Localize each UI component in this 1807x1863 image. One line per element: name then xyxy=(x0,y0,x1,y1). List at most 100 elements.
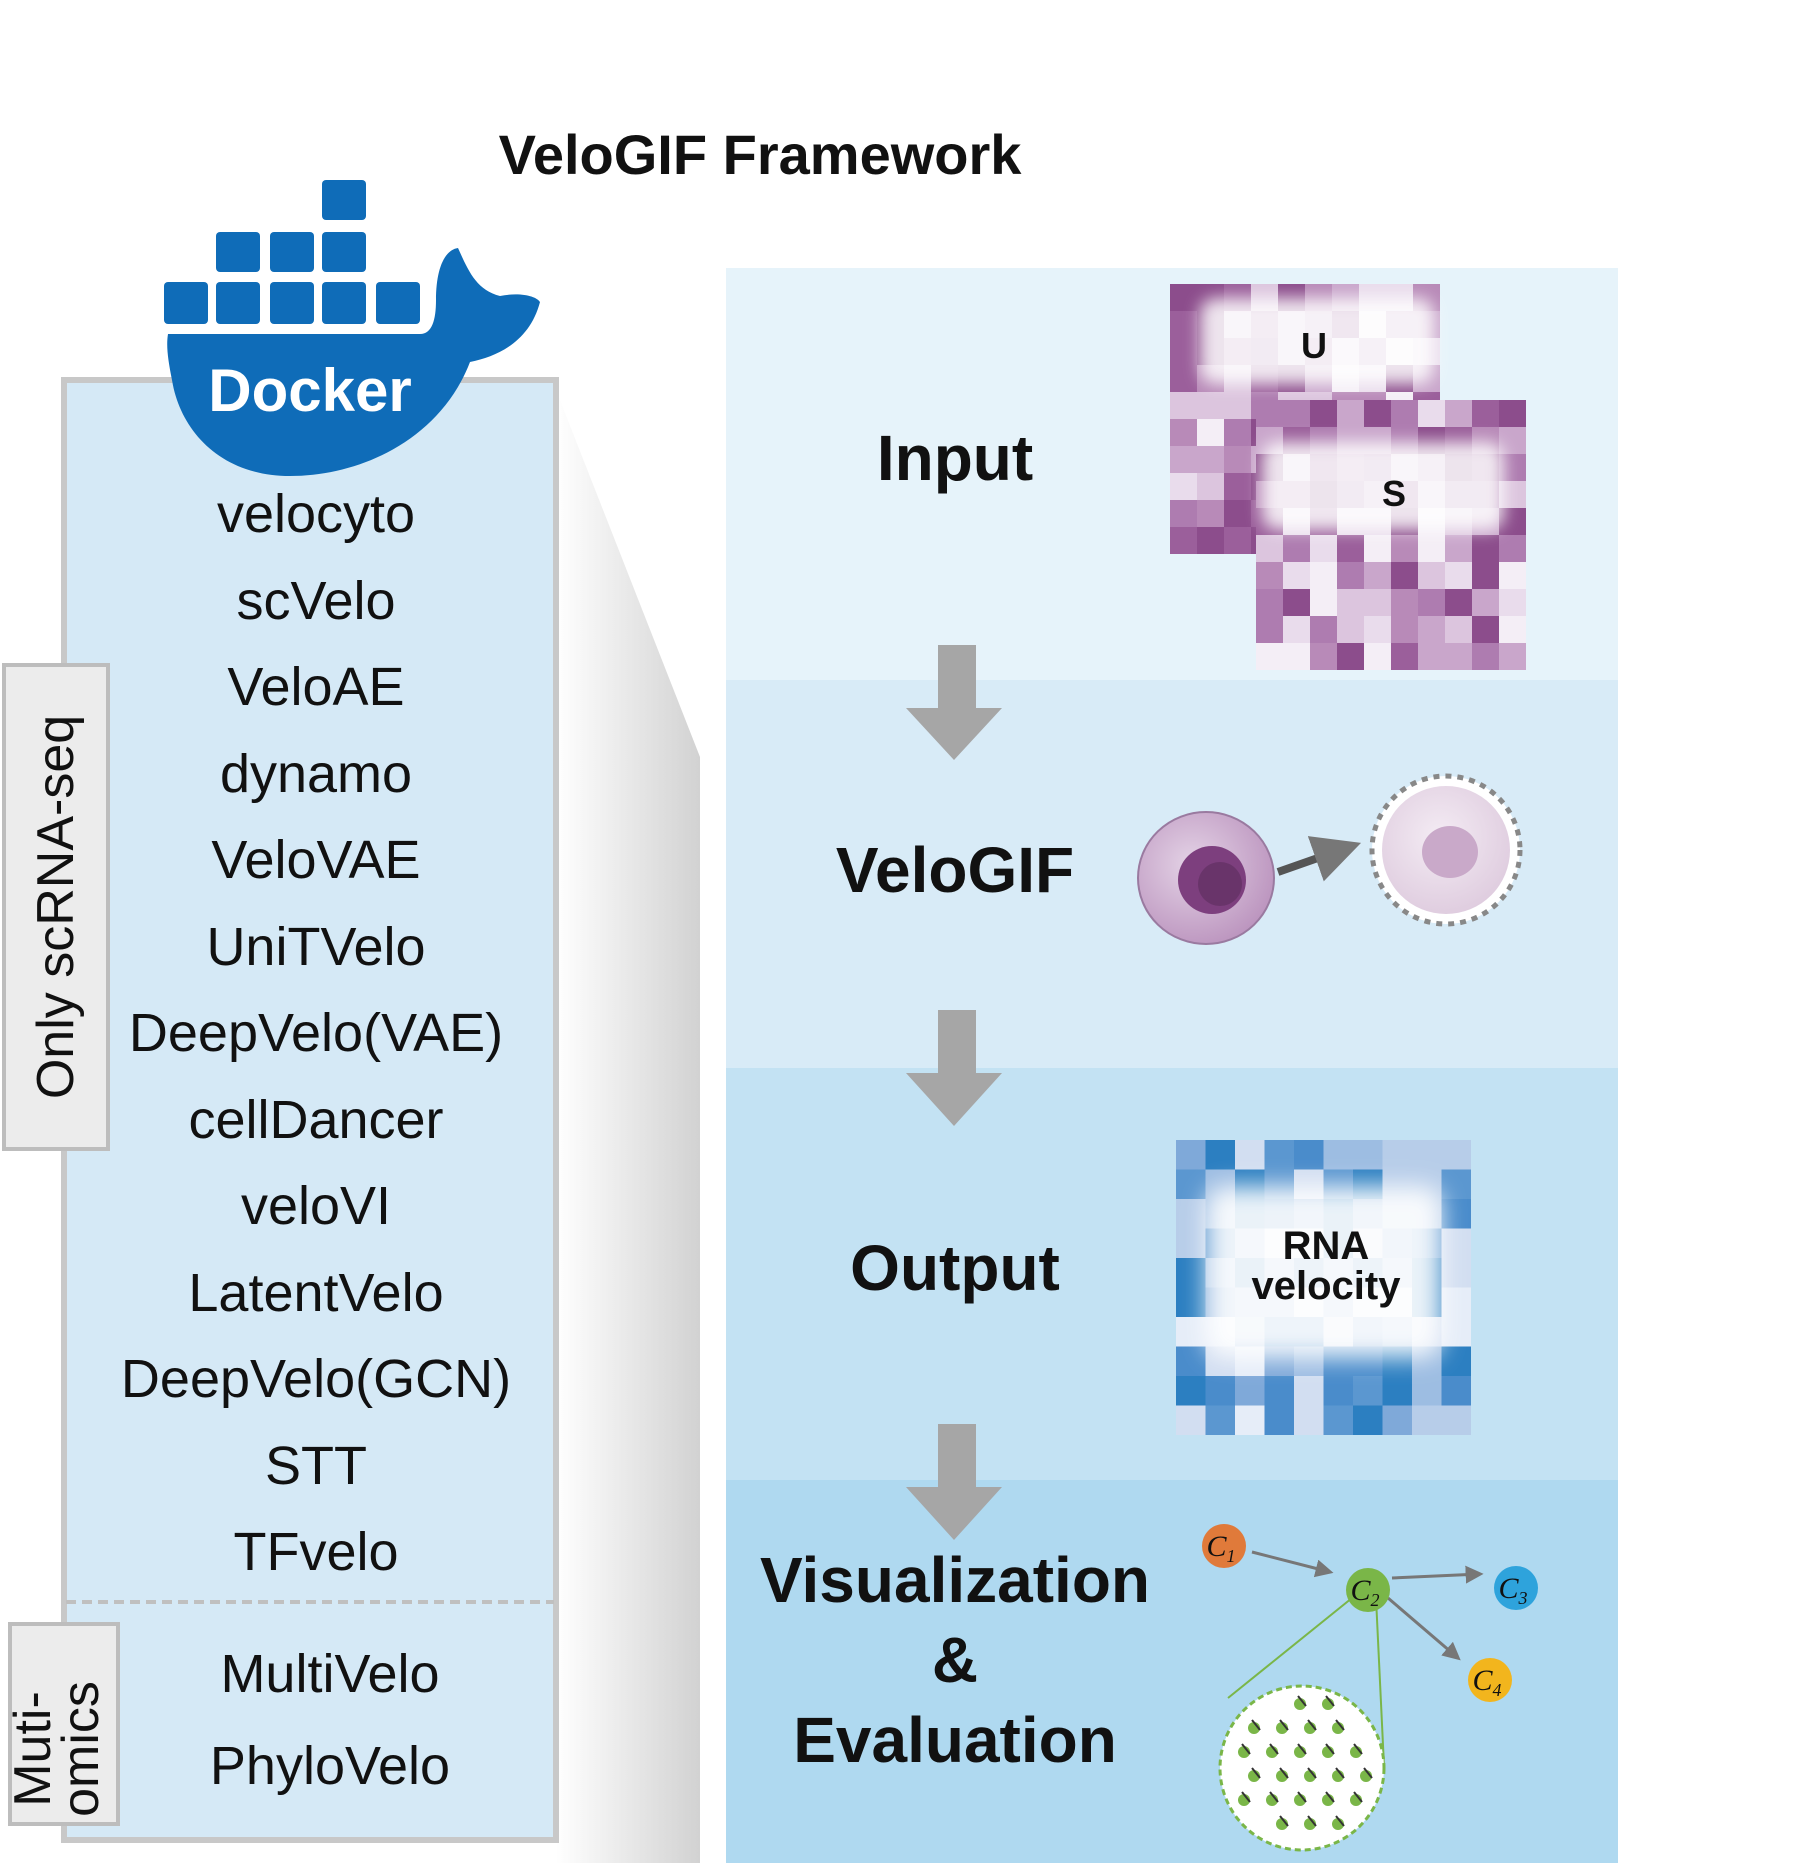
stage-vis-label: Visualization & Evaluation xyxy=(740,1540,1170,1780)
stage-velogif-label: VeloGIF xyxy=(835,834,1075,906)
method-item: dynamo xyxy=(219,743,413,804)
matrix-cell xyxy=(1412,1376,1442,1406)
matrix-cell xyxy=(1391,400,1418,427)
matrix-cell xyxy=(1441,1199,1471,1229)
matrix-cell xyxy=(1441,1169,1471,1199)
matrix-cell xyxy=(1412,1405,1442,1435)
matrix-cell xyxy=(1224,527,1251,554)
velocity-arrow xyxy=(1335,1719,1345,1731)
matrix-cell xyxy=(1337,562,1364,589)
velocity-arrow xyxy=(1251,1767,1261,1779)
matrix-cell xyxy=(1197,392,1224,419)
matrix-cell xyxy=(1364,562,1391,589)
s-matrix-label: S xyxy=(1381,473,1406,514)
cluster-node: C3 xyxy=(1494,1566,1538,1610)
velocity-arrow xyxy=(1251,1719,1261,1731)
cluster-node: C4 xyxy=(1468,1658,1512,1702)
matrix-cell xyxy=(1310,616,1337,643)
matrix-cell xyxy=(1472,535,1499,562)
stage-output-label: Output xyxy=(850,1232,1060,1304)
matrix-cell xyxy=(1337,400,1364,427)
matrix-cell xyxy=(1445,562,1472,589)
matrix-cell xyxy=(1170,284,1197,311)
u-matrix-highlight xyxy=(1200,298,1434,384)
matrix-cell xyxy=(1197,419,1224,446)
matrix-cell xyxy=(1364,400,1391,427)
matrix-cell xyxy=(1364,535,1391,562)
matrix-cell xyxy=(1310,589,1337,616)
matrix-cell xyxy=(1264,1376,1294,1406)
matrix-cell xyxy=(1170,527,1197,554)
docker-logo xyxy=(164,180,540,476)
source-cell xyxy=(1137,811,1275,945)
matrix-cell xyxy=(1256,400,1283,427)
matrix-cell xyxy=(1364,643,1391,670)
matrix-cell xyxy=(1472,562,1499,589)
velocity-arrow xyxy=(1335,1815,1345,1827)
matrix-cell xyxy=(1176,1405,1206,1435)
matrix-cell xyxy=(1235,1140,1265,1170)
method-item: velocyto xyxy=(216,484,416,544)
stage-vis-line3: Evaluation xyxy=(793,1704,1117,1776)
matrix-cell xyxy=(1441,1258,1471,1288)
matrix-cell xyxy=(1170,392,1197,419)
matrix-cell xyxy=(1294,1376,1324,1406)
matrix-cell xyxy=(1441,1228,1471,1258)
matrix-cell xyxy=(1224,473,1251,500)
matrix-cell xyxy=(1499,400,1526,427)
matrix-cell xyxy=(1197,446,1224,473)
zoom-circle xyxy=(1218,1684,1386,1852)
velocity-arrow xyxy=(1353,1743,1363,1755)
method-item: scVelo xyxy=(236,570,396,631)
matrix-cell xyxy=(1205,1405,1235,1435)
matrix-cell xyxy=(1364,589,1391,616)
matrix-cell xyxy=(1441,1376,1471,1406)
rna-velocity-line2: velocity xyxy=(1251,1264,1401,1308)
target-cell xyxy=(1369,773,1523,927)
matrix-cell xyxy=(1224,500,1251,527)
matrix-cell xyxy=(1391,589,1418,616)
stage-vis-line2: & xyxy=(931,1624,979,1696)
matrix-cell xyxy=(1353,1140,1383,1170)
velocity-arrow xyxy=(1325,1791,1335,1803)
matrix-cell xyxy=(1353,1405,1383,1435)
velocity-arrow xyxy=(1307,1719,1317,1731)
matrix-cell xyxy=(1353,1376,1383,1406)
matrix-cell xyxy=(1382,1376,1412,1406)
matrix-cell xyxy=(1235,1376,1265,1406)
cluster-node: C2 xyxy=(1346,1568,1390,1612)
method-item: DeepVelo(VAE) xyxy=(128,1003,504,1063)
docker-label: Docker xyxy=(208,357,412,424)
method-item: DeepVelo(GCN) xyxy=(120,1349,512,1409)
matrix-cell xyxy=(1176,1376,1206,1406)
velocity-arrow xyxy=(1307,1815,1317,1827)
velocity-arrow xyxy=(1297,1791,1307,1803)
method-item: VeloVAE xyxy=(211,830,421,890)
matrix-cell xyxy=(1445,400,1472,427)
matrix-cell xyxy=(1418,643,1445,670)
matrix-cell xyxy=(1283,643,1310,670)
matrix-cell xyxy=(1418,616,1445,643)
method-item: veloVI xyxy=(240,1176,392,1236)
matrix-cell xyxy=(1310,535,1337,562)
multi-label-box xyxy=(8,1622,120,1826)
velocity-arrow xyxy=(1279,1767,1289,1779)
matrix-cell xyxy=(1205,1140,1235,1170)
matrix-cell xyxy=(1323,1140,1353,1170)
zoom-lines xyxy=(1227,1597,1385,1767)
velocity-arrow xyxy=(1335,1767,1345,1779)
rna-velocity-line1: RNA xyxy=(1282,1224,1370,1268)
matrix-cell xyxy=(1197,500,1224,527)
matrix-cell xyxy=(1256,535,1283,562)
velocity-arrow xyxy=(1363,1767,1373,1779)
matrix-cell xyxy=(1170,338,1197,365)
matrix-cell xyxy=(1170,500,1197,527)
matrix-cell xyxy=(1441,1287,1471,1317)
matrix-cell xyxy=(1310,562,1337,589)
matrix-cell xyxy=(1205,1376,1235,1406)
matrix-cell xyxy=(1499,427,1526,454)
matrix-cell xyxy=(1418,400,1445,427)
matrix-cell xyxy=(1283,400,1310,427)
